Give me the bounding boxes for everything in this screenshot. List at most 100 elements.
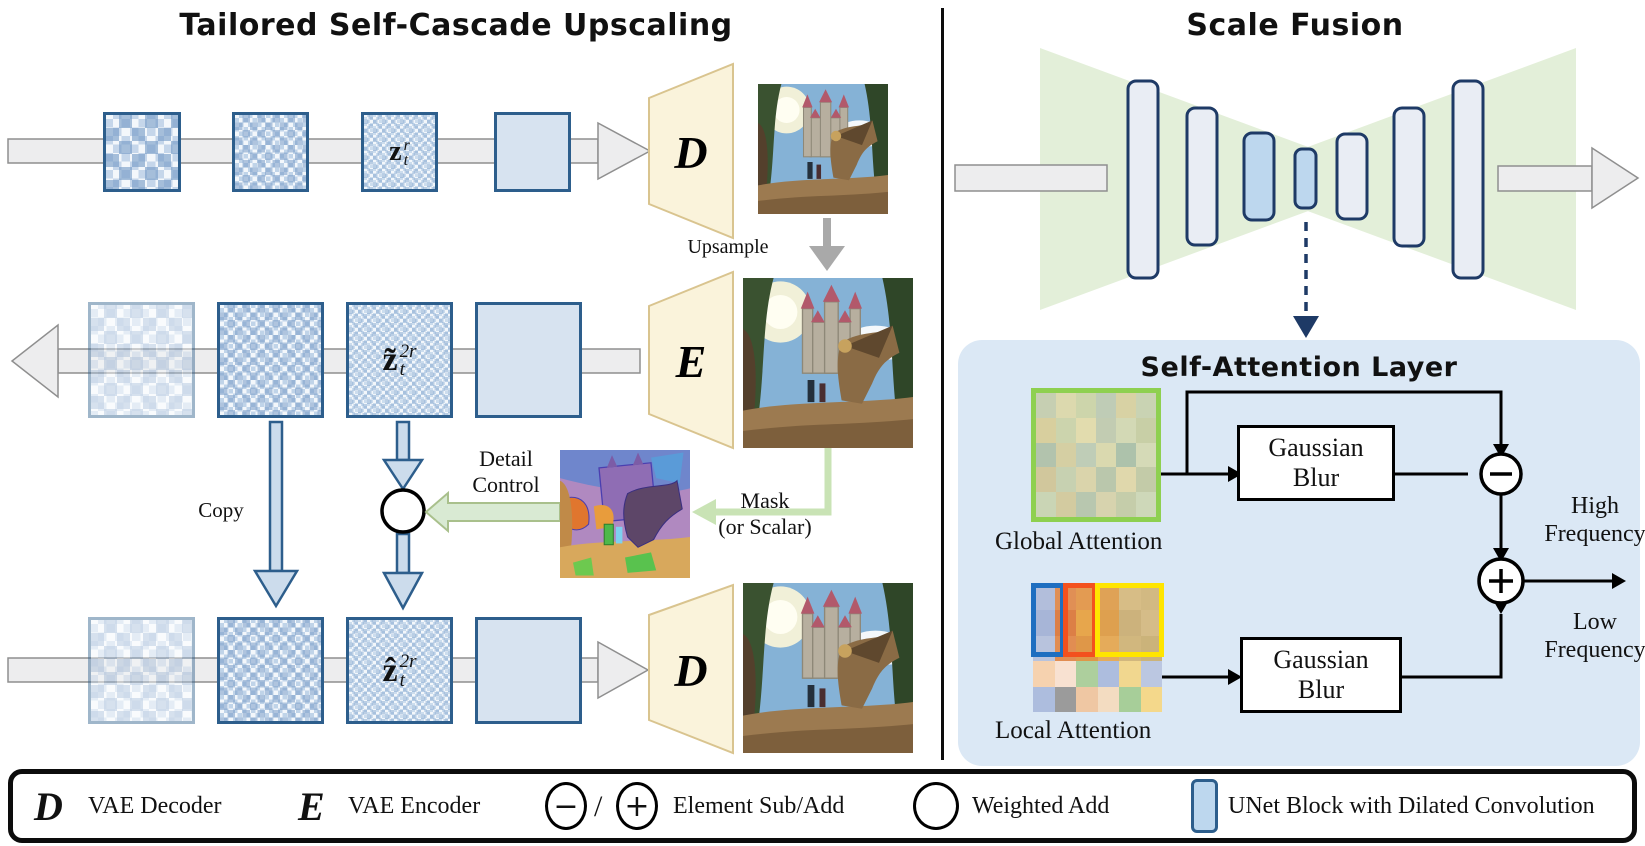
unet-out-arrow [1497, 146, 1640, 210]
grid-cell [1096, 393, 1116, 418]
grid-cell [1096, 417, 1116, 443]
grid-cell [1116, 417, 1136, 443]
grid-cell [1076, 393, 1096, 418]
legend-slash: / [594, 790, 603, 823]
grid-cell [1097, 686, 1119, 712]
grid-cell [1076, 417, 1096, 443]
grid-cell [1056, 417, 1076, 443]
local-window-yellow [1095, 583, 1164, 657]
copy-label: Copy [198, 498, 244, 522]
grid-cell [1036, 492, 1056, 517]
upsample-label: Upsample [687, 236, 769, 258]
grid-cell [1097, 661, 1119, 687]
latent-to-weighted-add-arrow [381, 420, 425, 492]
grid-cell [1056, 492, 1076, 517]
grid-cell [1033, 686, 1055, 712]
grid-cell [1054, 686, 1076, 712]
grid-cell [1136, 417, 1156, 443]
left-panel-title: Tailored Self-Cascade Upscaling [179, 8, 733, 43]
grid-cell [1116, 467, 1136, 493]
grid-cell [1033, 585, 1055, 611]
legend-weighted-add-icon [913, 782, 959, 830]
grid-cell [1096, 492, 1116, 517]
grid-cell [1054, 661, 1076, 687]
global-attention-grid [1031, 388, 1161, 522]
grid-cell [1136, 492, 1156, 517]
grid-cell [1116, 393, 1136, 418]
vae-decoder-shape-bottom [648, 583, 734, 755]
copy-arrow [252, 420, 300, 609]
castle-image-upscaled [743, 278, 913, 448]
grid-cell [1140, 585, 1162, 611]
grid-cell [1097, 585, 1119, 611]
mask-or-scalar-label: Mask (or Scalar) [718, 488, 812, 539]
legend-unet-label: UNet Block with Dilated Convolution [1228, 793, 1595, 819]
unet-bowtie-right [1221, 48, 1576, 310]
weighted-add-circle [380, 488, 426, 534]
grid-cell [1119, 610, 1141, 636]
grid-cell [1136, 442, 1156, 468]
vae-decoder-shape-top [648, 62, 734, 240]
grid-cell [1140, 610, 1162, 636]
latent-square [217, 617, 324, 724]
global-attention-label: Global Attention [995, 528, 1163, 555]
decoder-letter-top: D [673, 127, 707, 178]
weighted-add-out-arrow [381, 532, 425, 611]
latent-square-faded [88, 617, 195, 724]
grid-cell [1119, 661, 1141, 687]
dashed-arrow-head [1293, 316, 1319, 338]
low-frequency-label: Low Frequency [1544, 609, 1645, 664]
legend-unet-block-icon [1191, 779, 1218, 833]
grid-cell [1056, 442, 1076, 468]
detail-control-label: Detail Control [472, 446, 540, 497]
legend-plus-icon: + [616, 782, 658, 830]
local-attention-label: Local Attention [995, 717, 1152, 744]
detail-control-arrow [424, 490, 561, 534]
right-panel-title: Scale Fusion [1186, 8, 1404, 43]
encoder-letter: E [675, 336, 707, 387]
latent-square [103, 112, 181, 192]
unet-blocks [1126, 79, 1485, 280]
legend-box [8, 769, 1637, 843]
grid-cell [1140, 686, 1162, 712]
grid-cell [1076, 492, 1096, 517]
gaussian-blur-box-top: Gaussian Blur [1237, 425, 1395, 501]
attention-layer-title: Self-Attention Layer [1140, 352, 1458, 383]
decoder-letter-bottom: D [673, 645, 707, 696]
latent-square-faded [88, 302, 195, 418]
grid-cell [1076, 686, 1098, 712]
grid-cell [1036, 467, 1056, 493]
grid-cell [1076, 467, 1096, 493]
panel-divider [941, 8, 944, 760]
legend-encoder-symbol: E [298, 784, 325, 829]
grid-cell [1119, 585, 1141, 611]
grid-cell [1116, 442, 1136, 468]
castle-image-output [743, 583, 913, 753]
high-frequency-label: High Frequency [1544, 493, 1645, 548]
grid-cell [1136, 467, 1156, 493]
grid-cell [1056, 467, 1076, 493]
grid-cell [1096, 467, 1116, 493]
latent-square-clean [494, 112, 571, 192]
latent-square [232, 112, 309, 192]
grid-cell [1036, 417, 1056, 443]
grid-cell [1119, 686, 1141, 712]
grid-cell [1096, 442, 1116, 468]
grid-cell [1116, 492, 1136, 517]
grid-cell [1076, 442, 1096, 468]
segmentation-mask-image [560, 450, 690, 578]
dilated-block-2 [1293, 147, 1318, 210]
grid-cell [1097, 610, 1119, 636]
local-window-red [1063, 583, 1097, 657]
legend-encoder-label: VAE Encoder [348, 793, 481, 819]
unet-in-band [954, 164, 1108, 192]
vae-encoder-shape [648, 270, 734, 450]
latent-square-clean [475, 617, 582, 724]
castle-image-small [758, 84, 888, 214]
gaussian-blur-box-bottom: Gaussian Blur [1240, 637, 1402, 713]
